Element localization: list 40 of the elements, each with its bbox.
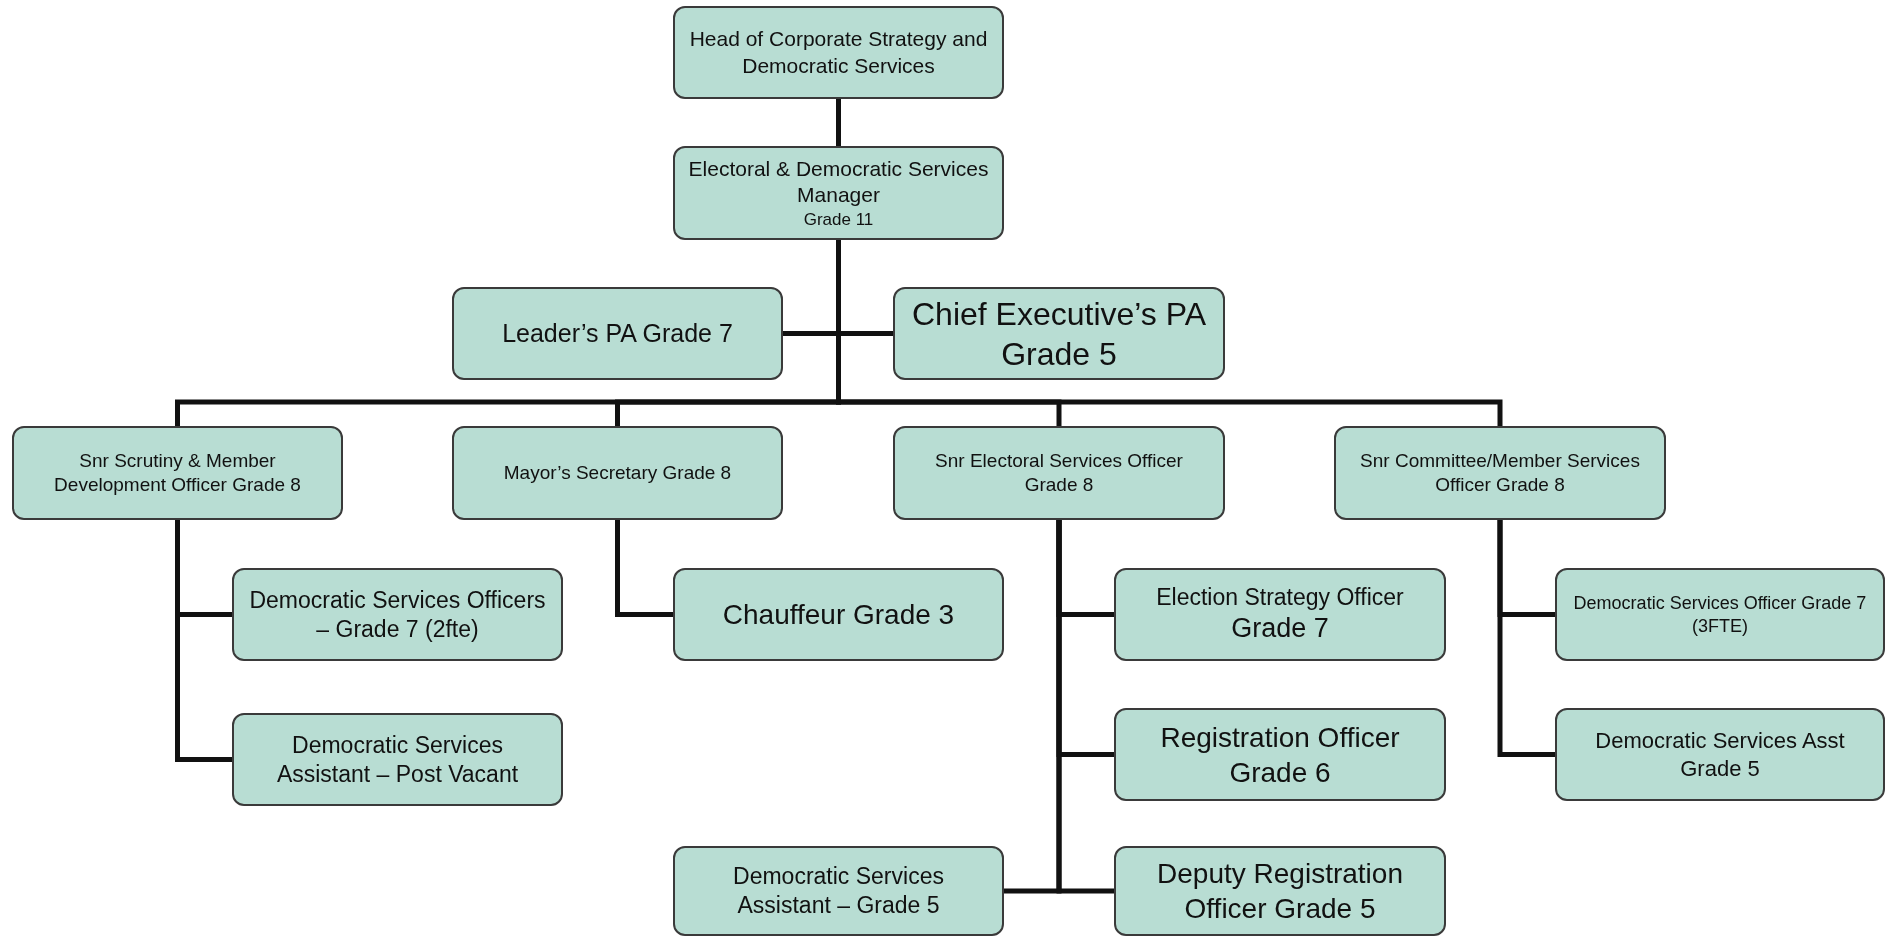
role-box [1114, 708, 1446, 801]
role-title: Electoral & Democratic Services Manager [687, 156, 990, 209]
role-title: Leader’s PA Grade 7 [502, 317, 733, 349]
connector-line [615, 520, 673, 617]
role-box [673, 146, 1004, 240]
role-title: Grade 7 [1231, 612, 1329, 645]
role-title: Election Strategy Officer [1156, 583, 1404, 612]
connector-line [1004, 520, 1062, 894]
role-title: Democratic Services Assistant – Grade 5 [732, 862, 945, 920]
role-box [452, 426, 783, 520]
role-title: Snr Committee/Member Services Officer Grade 8 [1359, 449, 1641, 497]
role-title: Registration Officer Grade 6 [1159, 720, 1401, 790]
role-title: Chauffeur Grade 3 [722, 598, 955, 632]
role-box [232, 713, 563, 806]
role-title: Mayor’s Secretary Grade 8 [503, 461, 732, 485]
role-box [1114, 846, 1446, 936]
role-title: Snr Electoral Services Officer Grade 8 [934, 449, 1184, 497]
role-title: Democratic Services Officer Grade 7 (3FTE) [1572, 592, 1868, 637]
role-box [1555, 708, 1885, 801]
role-title: Snr Scrutiny & Member Development Officer Grade 8 [53, 449, 302, 497]
role-box [1334, 426, 1666, 520]
role-title: Democratic Services Asst Grade 5 [1594, 727, 1846, 782]
role-box [673, 568, 1004, 661]
role-title: Democratic Services Assistant – Post Vacant [275, 730, 520, 789]
role-box [673, 846, 1004, 936]
role-title: Democratic Services Officers – Grade 7 (2fte) [248, 585, 547, 644]
connector-line [1497, 520, 1555, 757]
role-title: Grade 11 [803, 208, 874, 230]
role-title: Chief Executive’s PA Grade 5 [910, 294, 1208, 374]
role-box [673, 6, 1004, 99]
role-box [1114, 568, 1446, 661]
role-box [232, 568, 563, 661]
role-box [12, 426, 343, 520]
role-box [893, 287, 1225, 380]
role-title: Head of Corporate Strategy and Democratic Services [688, 26, 989, 79]
role-box [452, 287, 783, 380]
role-box [1555, 568, 1885, 661]
role-box [893, 426, 1225, 520]
connector-line [836, 99, 841, 146]
role-title: Deputy Registration Officer Grade 5 [1156, 857, 1404, 926]
